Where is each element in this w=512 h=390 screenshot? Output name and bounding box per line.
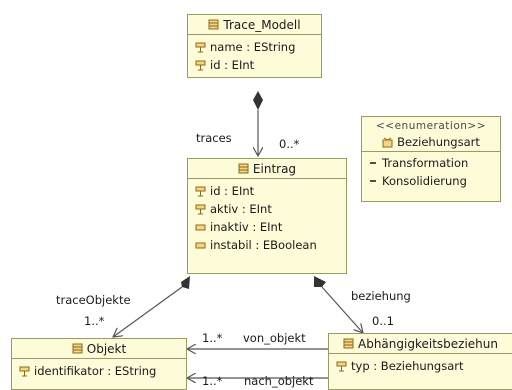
class-abhaengigkeitsbeziehung[interactable]: Abhängigkeitsbeziehun typ : Beziehungsar… xyxy=(328,333,512,390)
literal-icon xyxy=(370,162,376,164)
von-objekt-role-label: von_objekt xyxy=(243,331,306,345)
class-eintrag[interactable]: Eintrag id : EInt aktiv : EInt inaktiv :… xyxy=(187,158,347,274)
literal-icon xyxy=(370,180,376,182)
eclass-icon xyxy=(208,19,219,30)
attribute-label: id : EInt xyxy=(210,184,255,198)
id-attribute-icon xyxy=(195,42,206,52)
enum-beziehungsart[interactable]: <<enumeration>> Beziehungsart Transforma… xyxy=(361,116,501,202)
eclass-icon xyxy=(238,163,249,174)
attribute-row[interactable]: typ : Beziehungsart xyxy=(336,357,512,375)
attribute-row[interactable]: instabil : EBoolean xyxy=(195,236,346,254)
class-name: Abhängigkeitsbeziehun xyxy=(358,336,498,351)
class-objekt[interactable]: Objekt identifikator : EString xyxy=(11,338,187,390)
class-name: Objekt xyxy=(86,341,127,356)
eclass-icon xyxy=(72,343,83,354)
attribute-row[interactable]: aktiv : EInt xyxy=(195,200,346,218)
traceobjekte-role-label: traceObjekte xyxy=(56,293,131,307)
traces-multiplicity-label: 0..* xyxy=(279,137,300,151)
enum-literal[interactable]: Transformation xyxy=(362,154,500,172)
beziehung-role-label: beziehung xyxy=(351,289,411,303)
beziehung-association xyxy=(321,286,363,333)
traces-composition-diamond xyxy=(253,91,263,110)
id-attribute-icon xyxy=(195,204,206,214)
attribute-label: id : EInt xyxy=(210,58,255,72)
literal-label: Transformation xyxy=(382,156,469,170)
attribute-row[interactable]: identifikator : EString xyxy=(19,362,186,380)
attribute-icon xyxy=(195,224,206,230)
nach-objekt-multiplicity-label: 1..* xyxy=(202,374,223,388)
class-trace-modell[interactable]: Trace_Modell name : EString id : EInt xyxy=(187,14,322,78)
literal-label: Konsolidierung xyxy=(382,174,467,188)
beziehung-multiplicity-label: 0..1 xyxy=(372,314,394,328)
attribute-row[interactable]: id : EInt xyxy=(195,56,321,74)
attribute-label: identifikator : EString xyxy=(34,364,157,378)
id-attribute-icon xyxy=(195,186,206,196)
attribute-label: instabil : EBoolean xyxy=(210,238,317,252)
traceobjekte-multiplicity-label: 1..* xyxy=(84,314,105,328)
attribute-row[interactable]: inaktiv : EInt xyxy=(195,218,346,236)
class-name: Eintrag xyxy=(252,161,297,176)
enum-literal[interactable]: Konsolidierung xyxy=(362,172,500,190)
class-name: Trace_Modell xyxy=(223,17,301,32)
attribute-label: aktiv : EInt xyxy=(210,202,272,216)
eclass-icon xyxy=(343,338,354,349)
nach-objekt-role-label: nach_objekt xyxy=(244,374,314,388)
attribute-label: name : EString xyxy=(210,40,296,54)
attribute-icon xyxy=(195,242,206,248)
enum-stereotype: <<enumeration>> xyxy=(375,120,486,132)
id-attribute-icon xyxy=(195,60,206,70)
enum-name: Beziehungsart xyxy=(397,135,480,149)
attribute-label: inaktiv : EInt xyxy=(210,220,283,234)
id-attribute-icon xyxy=(19,366,30,376)
id-attribute-icon xyxy=(336,361,347,371)
eenum-icon xyxy=(382,137,393,147)
attribute-row[interactable]: id : EInt xyxy=(195,182,346,200)
traceobjekte-composition-diamond xyxy=(181,276,190,289)
traces-role-label: traces xyxy=(196,131,232,145)
attribute-row[interactable]: name : EString xyxy=(195,38,321,56)
traceobjekte-association xyxy=(113,286,183,337)
von-objekt-multiplicity-label: 1..* xyxy=(202,331,223,345)
attribute-label: typ : Beziehungsart xyxy=(351,359,464,373)
beziehung-composition-diamond xyxy=(314,276,326,287)
